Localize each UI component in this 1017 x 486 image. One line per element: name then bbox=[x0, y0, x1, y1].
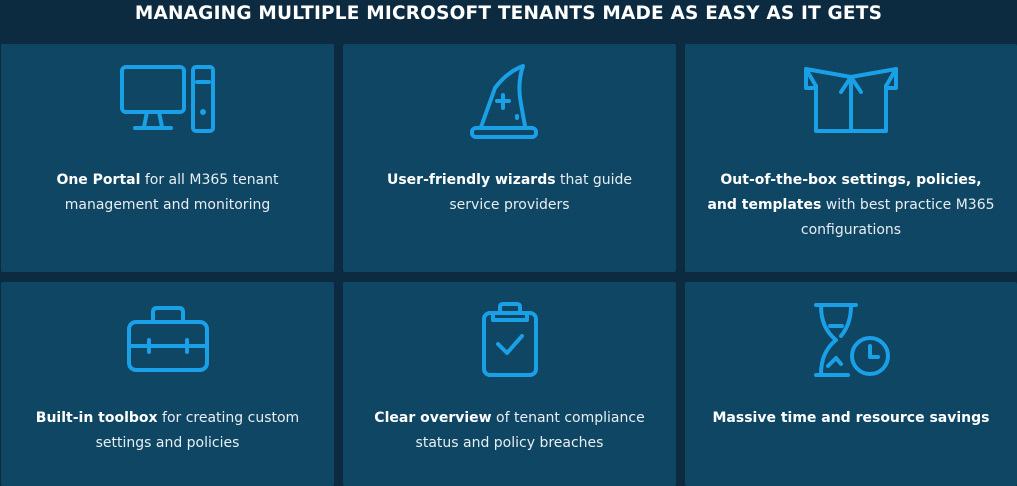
feature-card-wizards: User-friendly wizards that guide service… bbox=[343, 44, 676, 272]
feature-bold: Clear overview bbox=[374, 410, 492, 426]
feature-rest: of tenant compliance status and policy b… bbox=[415, 410, 645, 451]
wizard-hat-icon bbox=[455, 64, 565, 140]
feature-card-out-of-the-box: Out-of-the-box settings, policies, and t… bbox=[685, 44, 1017, 272]
feature-text: Built-in toolbox for creating custom set… bbox=[21, 406, 314, 456]
feature-card-time-savings: Massive time and resource savings bbox=[685, 282, 1017, 486]
feature-text: Clear overview of tenant compliance stat… bbox=[363, 406, 656, 456]
feature-card-one-portal: One Portal for all M365 tenant managemen… bbox=[1, 44, 334, 272]
feature-card-toolbox: Built-in toolbox for creating custom set… bbox=[1, 282, 334, 486]
open-box-icon bbox=[796, 64, 906, 140]
feature-text: User-friendly wizards that guide service… bbox=[363, 168, 656, 218]
feature-bold: One Portal bbox=[56, 172, 141, 188]
feature-text: Massive time and resource savings bbox=[705, 406, 997, 431]
feature-bold: User-friendly wizards bbox=[386, 172, 556, 188]
feature-bold: Massive time and resource savings bbox=[712, 410, 990, 426]
clipboard-check-icon bbox=[455, 302, 565, 378]
hourglass-clock-icon bbox=[796, 302, 906, 378]
feature-bold: Out-of-the-box settings, policies, and t… bbox=[707, 172, 982, 213]
feature-card-clear-overview: Clear overview of tenant compliance stat… bbox=[343, 282, 676, 486]
feature-text: One Portal for all M365 tenant managemen… bbox=[21, 168, 314, 218]
page-title: MANAGING MULTIPLE MICROSOFT TENANTS MADE… bbox=[134, 3, 883, 24]
feature-rest: with best practice M365 configurations bbox=[800, 197, 995, 238]
desktop-computer-icon bbox=[113, 64, 223, 140]
feature-text: Out-of-the-box settings, policies, and t… bbox=[705, 168, 997, 243]
feature-rest: for all M365 tenant management and monit… bbox=[64, 172, 279, 213]
feature-rest: that guide service providers bbox=[449, 172, 633, 213]
feature-bold: Built-in toolbox bbox=[35, 410, 158, 426]
feature-rest: for creating custom settings and policie… bbox=[95, 410, 300, 451]
toolbox-icon bbox=[113, 302, 223, 378]
